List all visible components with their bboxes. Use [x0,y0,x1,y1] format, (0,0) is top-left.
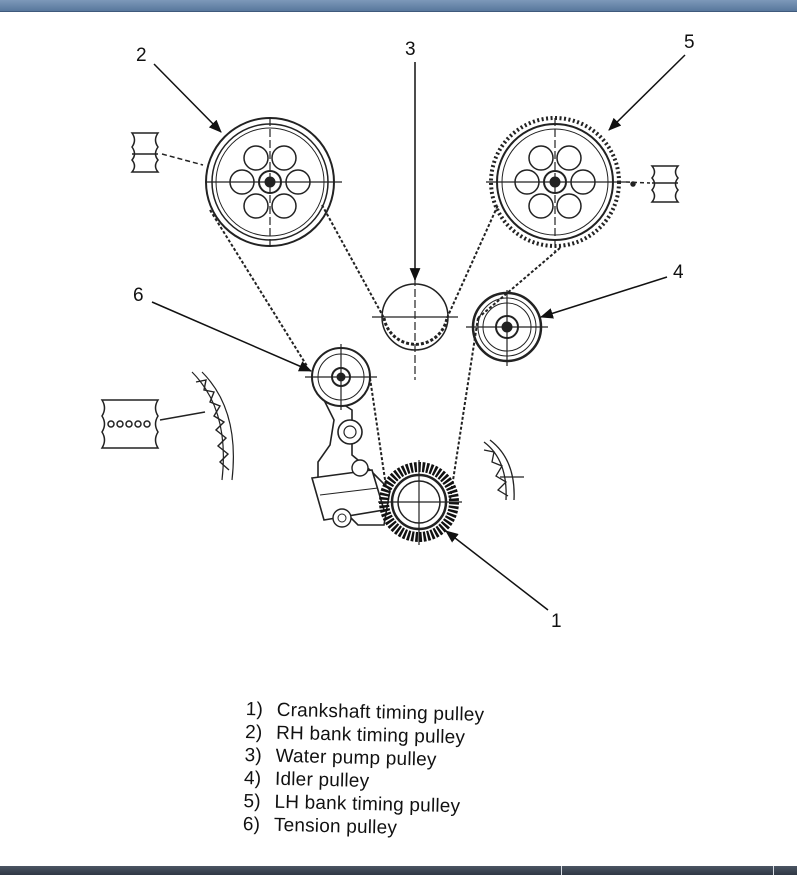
callout-6: 6 [133,285,144,306]
legend-label: Tension pulley [273,814,398,839]
crankshaft-timing-pulley [378,460,462,545]
timing-belt [209,204,561,501]
callout-2: 2 [136,45,147,66]
rh-timing-mark-detail [130,132,204,173]
timing-belt-diagram: 1 2 3 4 5 6 [100,32,695,632]
legend-number: 5) [243,790,262,813]
parts-legend: 1)Crankshaft timing pulley 2)RH bank tim… [243,698,566,844]
window-top-bar [0,0,797,12]
lh-bank-timing-pulley [486,116,626,252]
legend-number: 1) [245,698,264,721]
callout-5: 5 [684,32,695,53]
callout-1: 1 [551,611,562,632]
legend-number: 3) [244,744,263,767]
crank-mark-detail [483,439,524,501]
legend-number: 2) [244,721,263,744]
callout-3: 3 [405,39,416,60]
legend-number: 4) [243,767,262,790]
callout-arrows [151,54,686,611]
idler-pulley [466,290,548,366]
bottom-bar-divider [561,866,562,875]
legend-label: Idler pulley [274,768,370,793]
callout-4: 4 [673,262,684,283]
lh-timing-mark-detail [625,165,680,203]
legend-label: Water pump pulley [275,745,437,771]
rh-bank-timing-pulley [205,117,342,250]
legend-number: 6) [242,813,261,836]
belt-marking-detail [100,371,234,481]
water-pump-pulley [372,278,458,380]
window-bottom-bar [0,866,797,875]
tension-pulley [305,344,391,528]
bottom-bar-divider [773,866,774,875]
